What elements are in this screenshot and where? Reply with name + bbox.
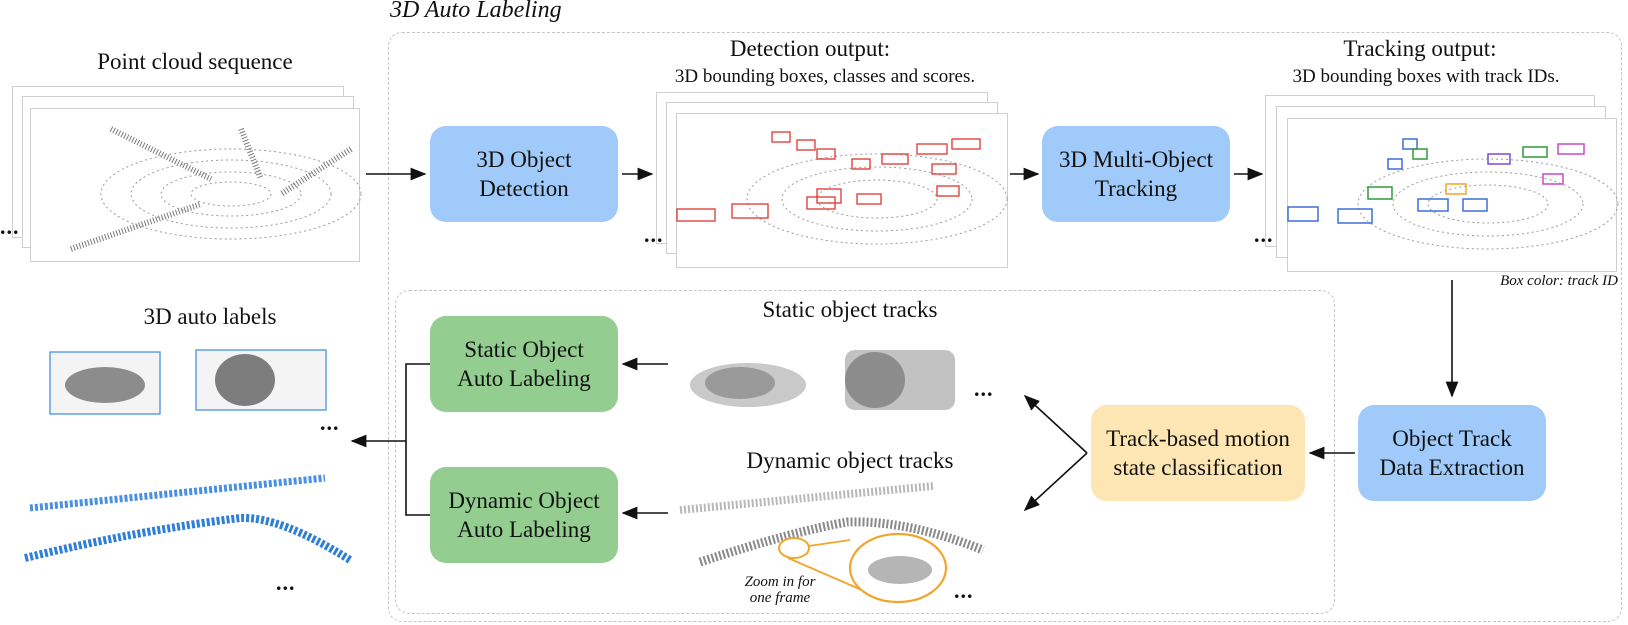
detection-scene (676, 131, 1008, 245)
detection-subtitle: 3D bounding boxes, classes and scores. (674, 66, 976, 87)
auto-labels-title: 3D auto labels (143, 304, 277, 329)
detection-title: Detection output: (729, 36, 891, 61)
auto-labeling-region (388, 32, 1622, 622)
tracking-scene (1287, 138, 1619, 250)
point-cloud-title: Point cloud sequence (97, 49, 293, 74)
static-tracks-ellipsis: ... (974, 376, 994, 401)
static-labeling-box: Static Object Auto Labeling (430, 316, 618, 412)
dynamic-tracks-title: Dynamic object tracks (746, 448, 954, 473)
dynamic-tracks-pointclouds (679, 482, 985, 604)
auto-labels-visuals (24, 349, 353, 564)
auto-labels-ellipsis-2: ... (276, 570, 296, 595)
multi-object-tracking-box: 3D Multi-Object Tracking (1042, 126, 1230, 222)
static-tracks-title: Static object tracks (762, 297, 938, 322)
dynamic-labeling-box: Dynamic Object Auto Labeling (430, 467, 618, 563)
motion-branch-region (395, 290, 1335, 614)
motion-classification-box: Track-based motion state classification (1091, 405, 1305, 501)
point-cloud-ellipsis: ... (0, 214, 20, 239)
object-track-extraction-box: Object Track Data Extraction (1358, 405, 1546, 501)
tracking-title: Tracking output: (1343, 36, 1497, 61)
track-color-note: Box color: track ID (1500, 273, 1618, 289)
tracking-subtitle: 3D bounding boxes with track IDs. (1292, 66, 1560, 87)
static-tracks-pointclouds (690, 350, 955, 410)
auto-labels-ellipsis-1: ... (320, 410, 340, 435)
zoom-in-note: Zoom in for one frame (744, 574, 816, 606)
section-title: 3D Auto Labeling (390, 0, 562, 23)
dynamic-tracks-ellipsis: ... (954, 578, 974, 603)
detection-ellipsis: ... (644, 222, 664, 247)
object-detection-box: 3D Object Detection (430, 126, 618, 222)
point-cloud-scene (70, 126, 362, 252)
tracking-ellipsis: ... (1254, 222, 1274, 247)
